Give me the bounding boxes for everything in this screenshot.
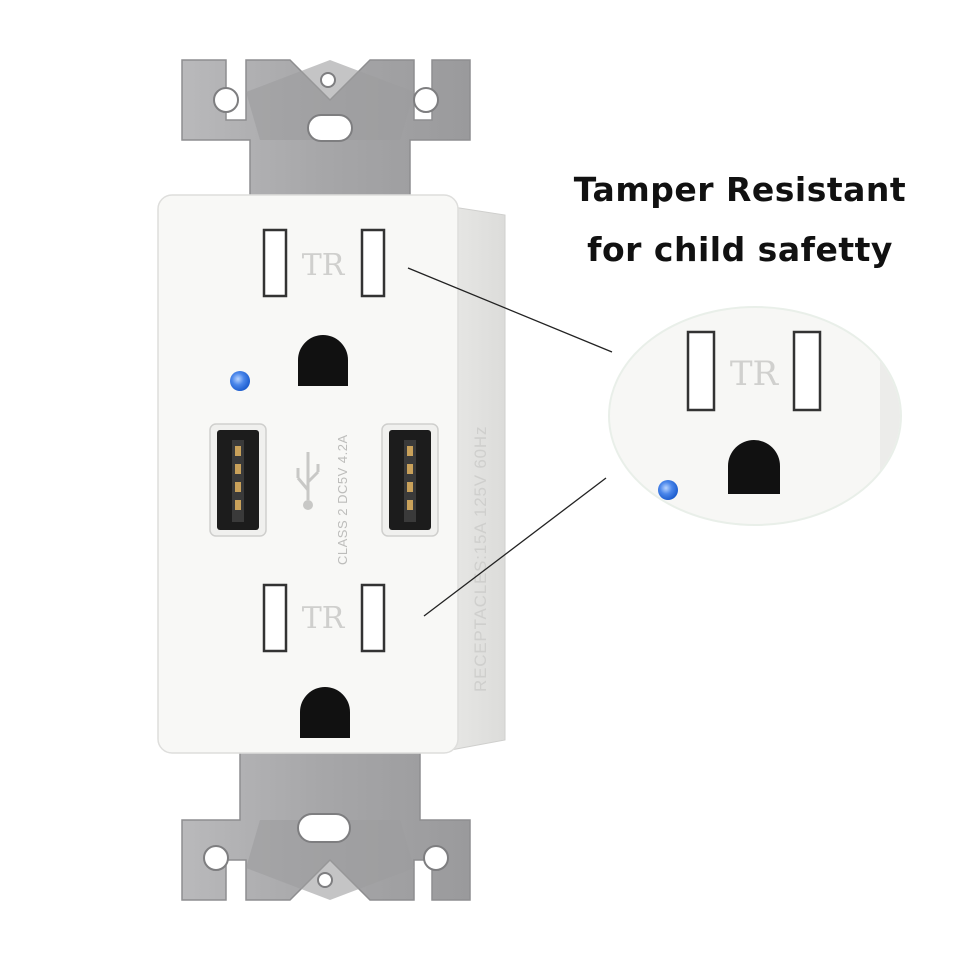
lower-outlet: TR	[262, 583, 386, 738]
zoom-neutral-slot	[686, 330, 716, 412]
usb-port-left	[209, 423, 267, 537]
callout-line-upper	[407, 267, 613, 353]
top-mounting-strap	[181, 59, 471, 211]
zoom-ground-hole	[728, 440, 780, 494]
zoom-detail: TR	[608, 306, 902, 526]
callout-line-lower	[423, 477, 607, 617]
hot-slot	[360, 228, 386, 298]
slot-hole-icon	[307, 114, 353, 142]
bottom-mounting-strap	[181, 751, 471, 901]
side-rating-text: RECEPTACLES:15A 125V 60Hz	[471, 426, 490, 692]
indicator-led-icon	[230, 371, 250, 391]
ground-hole	[300, 687, 350, 738]
usb-rating-text: CLASS 2 DC5V 4.2A	[335, 434, 350, 565]
slot-hole-icon	[297, 813, 351, 843]
usb-symbol-icon	[296, 452, 320, 510]
upper-outlet: TR	[262, 228, 386, 386]
neutral-slot	[262, 228, 288, 298]
callout-subheading: for child safetty	[587, 230, 893, 269]
screw-hole-icon	[213, 87, 239, 113]
screw-hole-icon	[203, 845, 229, 871]
screw-hole-icon	[317, 872, 333, 888]
screw-hole-icon	[413, 87, 439, 113]
callout-text: Tamper Resistant for child safetty	[560, 160, 920, 280]
hot-slot	[360, 583, 386, 653]
zoom-indicator-led-icon	[658, 480, 678, 500]
tr-marking: TR	[302, 248, 346, 283]
usb-port-right	[381, 423, 439, 537]
zoom-hot-slot	[792, 330, 822, 412]
zoom-tr-marking: TR	[730, 354, 780, 394]
callout-heading: Tamper Resistant	[573, 170, 907, 209]
ground-hole	[298, 335, 348, 386]
screw-hole-icon	[320, 72, 336, 88]
neutral-slot	[262, 583, 288, 653]
tr-marking: TR	[302, 601, 346, 636]
screw-hole-icon	[423, 845, 449, 871]
